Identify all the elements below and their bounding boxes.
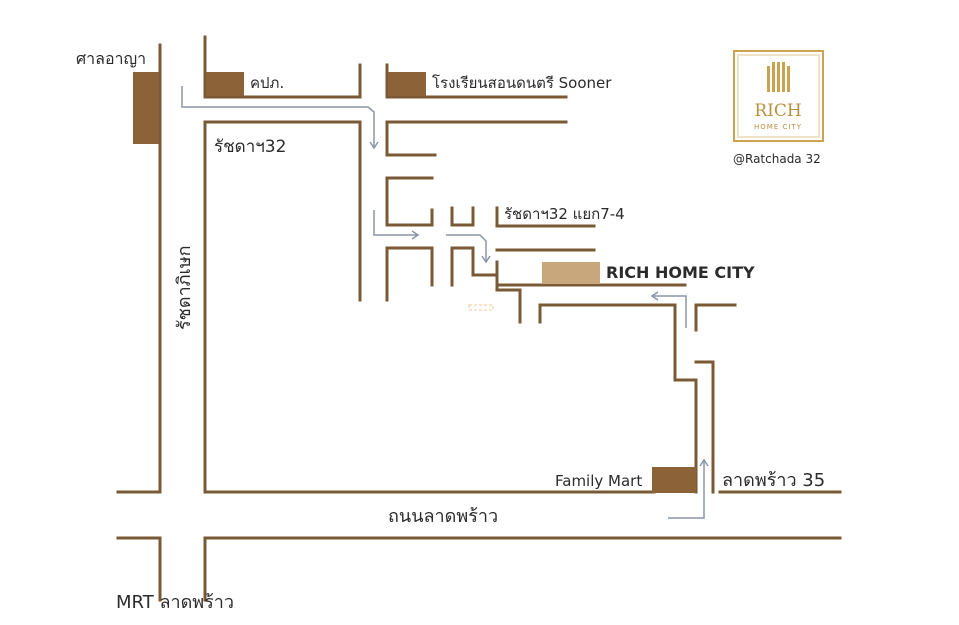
soi-branch-road	[495, 260, 687, 287]
soi35-west-edge	[538, 303, 698, 494]
soi-branch-top	[495, 206, 596, 228]
route-arrow-5-head	[699, 458, 709, 467]
logo-caption: @Ratchada 32	[733, 152, 821, 166]
mrt-label: MRT ลาดพร้าว	[116, 592, 234, 613]
route-arrow-2-head	[411, 230, 420, 240]
school-label: โรงเรียนสอนดนตรี Sooner	[432, 74, 612, 92]
soi35-east-edge-lower	[694, 360, 715, 494]
soi32-label: รัชดาฯ32	[214, 137, 286, 157]
logo-subtitle: HOME CITY	[754, 123, 802, 131]
direction-arrows	[181, 86, 709, 519]
route-arrow-1-head	[369, 141, 379, 150]
route-arrow-2	[373, 210, 418, 236]
logo-emblem	[767, 62, 790, 92]
ratchada-road-label: รัชดาภิเษก	[174, 246, 195, 330]
logo-frame-inner	[737, 54, 820, 138]
logo-title: RICH	[754, 101, 801, 121]
soi35-label: ลาดพร้าว 35	[722, 470, 825, 491]
office-building	[206, 72, 244, 96]
road-network	[116, 35, 842, 602]
court-label: ศาลอาญา	[76, 49, 146, 68]
family-mart-building	[652, 467, 696, 493]
route-arrow-3	[446, 234, 487, 262]
family-mart-label: Family Mart	[555, 472, 642, 490]
ladprao-road-south-edge-west	[116, 536, 162, 602]
soi32-branch-label: รัชดาฯ32 แยก7-4	[504, 205, 625, 223]
route-arrow-4	[652, 295, 687, 328]
soi32-right-top	[385, 63, 568, 99]
rich-home-city-building	[542, 262, 600, 284]
ratchada-road-left-edge	[116, 43, 162, 494]
court-building	[133, 72, 159, 144]
rich-home-city-logo: RICH HOME CITY	[733, 50, 824, 142]
ratchada-road-right-edge	[203, 35, 362, 99]
route-arrow-5	[668, 460, 705, 519]
block-b	[450, 206, 475, 227]
block-a-left	[385, 176, 434, 227]
soi35-east-edge	[694, 303, 737, 332]
block-c	[385, 246, 434, 302]
faint-marker	[468, 304, 494, 311]
office-label: คปภ.	[250, 74, 284, 92]
ladprao-road-label: ถนนลาดพร้าว	[388, 506, 498, 527]
destination-label: RICH HOME CITY	[606, 263, 755, 282]
ladprao-road-south-edge-east	[203, 536, 842, 602]
route-arrow-1	[181, 86, 375, 148]
route-arrow-4-head	[650, 291, 659, 301]
route-arrow-3-head	[481, 255, 491, 264]
soi32-right-upper	[385, 120, 568, 157]
soi32-inner-edge	[203, 120, 362, 494]
school-building	[388, 72, 426, 96]
block-d	[450, 246, 522, 324]
